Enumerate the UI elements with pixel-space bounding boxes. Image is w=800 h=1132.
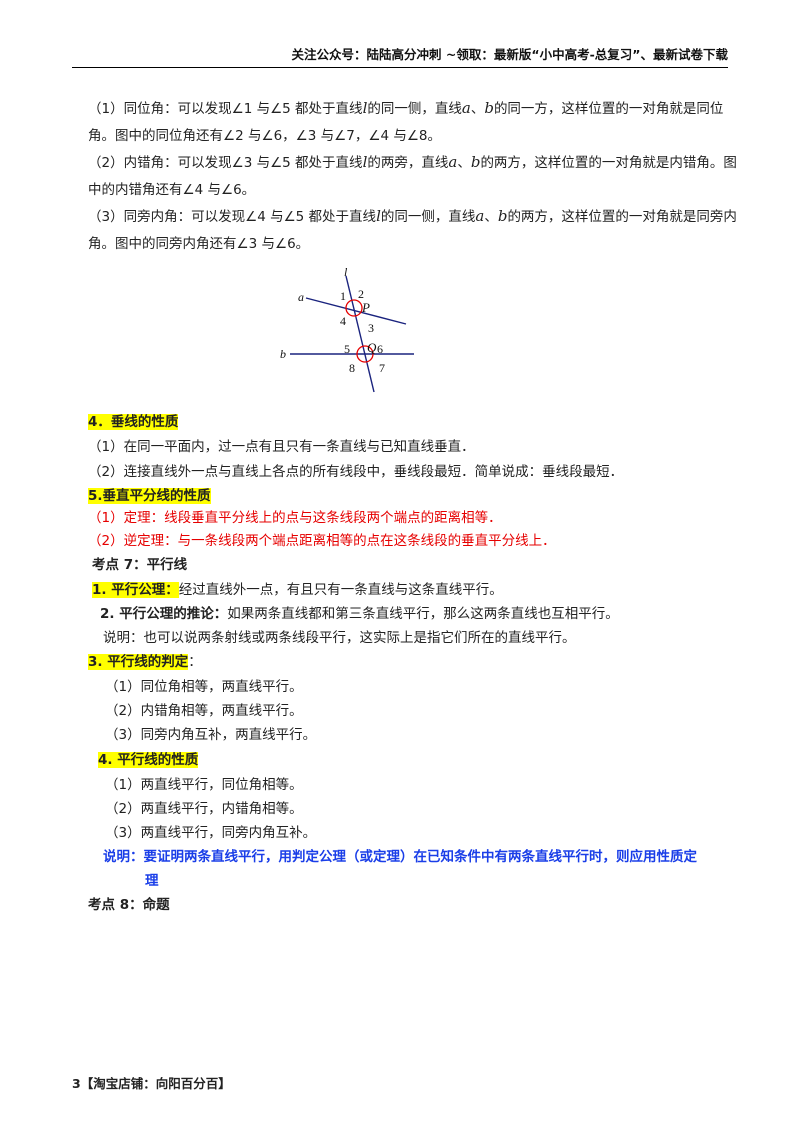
- label-l: l: [344, 265, 348, 279]
- p2-text-a: （2）内错角：可以发现∠3 与∠5 都处于直线: [88, 155, 363, 171]
- parallel-criteria-colon: ：: [188, 654, 202, 670]
- angle-label-3: 3: [368, 321, 374, 335]
- line-a: [305, 297, 407, 325]
- topic-8-title: 考点 8：命题: [88, 897, 170, 913]
- section-5-item-1: （1）定理：线段垂直平分线上的点与这条线段两个端点的距离相等．: [88, 510, 502, 526]
- parallel-axiom: 1. 平行公理：经过直线外一点，有且只有一条直线与这条直线平行。: [92, 578, 503, 598]
- label-a: a: [298, 290, 304, 304]
- angle-mark-q: [356, 345, 374, 363]
- page-header: 关注公众号：陆陆高分冲刺 ~领取：最新版“小中高考-总复习”、最新试卷下载: [72, 44, 728, 68]
- label-q: Q: [367, 340, 377, 355]
- angle-label-7: 7: [379, 361, 385, 375]
- transversal-line-l: [345, 275, 375, 393]
- section-4-title-wrap: 4．垂线的性质: [88, 410, 179, 430]
- angle-label-5: 5: [344, 342, 350, 356]
- angle-label-2: 2: [358, 287, 364, 301]
- criteria-item-2: （2）内错角相等，两直线平行。: [105, 703, 303, 719]
- p2-text-c: 的两方，这样位置的一对角就是内错角。图中的内错角还有∠4 与∠6。: [88, 155, 737, 198]
- section-4-item-1: （1）在同一平面内，过一点有且只有一条直线与已知直线垂直．: [88, 439, 475, 455]
- angle-label-6: 6: [377, 342, 383, 356]
- var-l: l: [362, 99, 368, 117]
- p2-sep: 、: [457, 155, 471, 171]
- paragraph-alternate-angles: （2）内错角：可以发现∠3 与∠5 都处于直线l的两旁，直线a、b的两方，这样位…: [88, 149, 738, 204]
- property-item-1: （1）两直线平行，同位角相等。: [105, 777, 303, 793]
- parallel-properties-title-wrap: 4. 平行线的性质: [98, 748, 199, 768]
- angles-figure: l a b P Q 1 2 3 4 5 6 7 8: [280, 265, 414, 393]
- p3-text-c: 的两方，这样位置的一对角就是同旁内角。图中的同旁内角还有∠3 与∠6。: [88, 209, 737, 252]
- section-5-title: 5.垂直平分线的性质: [88, 488, 211, 504]
- var-b: b: [497, 207, 508, 225]
- section-4-title: 4．垂线的性质: [88, 414, 179, 430]
- parallel-corollary: 2. 平行公理的推论：如果两条直线都和第三条直线平行，那么这两条直线也互相平行。: [100, 602, 619, 622]
- parallel-criteria-title-wrap: 3. 平行线的判定：: [88, 650, 202, 670]
- p3-text-b: 的同一侧，直线: [380, 209, 476, 225]
- note-proof-parallel-line-1: 说明：要证明两条直线平行，用判定公理（或定理）在已知条件中有两条直线平行时，则应…: [103, 849, 697, 865]
- var-l: l: [362, 153, 368, 171]
- var-l: l: [376, 207, 381, 225]
- angle-label-8: 8: [349, 361, 355, 375]
- p2-text-b: 的两旁，直线: [367, 155, 449, 171]
- p1-text-a: （1）同位角：可以发现∠1 与∠5 都处于直线: [88, 101, 363, 117]
- page-footer: 3【淘宝店铺：向阳百分百】: [72, 1076, 231, 1091]
- property-item-3: （3）两直线平行，同旁内角互补。: [105, 825, 317, 841]
- note-rays-segments: 说明：也可以说两条射线或两条线段平行，这实际上是指它们所在的直线平行。: [103, 630, 576, 646]
- section-5-item-2: （2）逆定理：与一条线段两个端点距离相等的点在这条线段的垂直平分线上．: [88, 533, 556, 549]
- var-a: a: [475, 207, 485, 225]
- section-5-title-wrap: 5.垂直平分线的性质: [88, 484, 211, 504]
- angle-label-1: 1: [340, 289, 346, 303]
- note-proof-parallel-line-2: 理: [145, 873, 159, 889]
- p1-text-b: 的同一侧，直线: [367, 101, 462, 117]
- topic-7-title: 考点 7：平行线: [92, 557, 188, 573]
- label-p: P: [361, 300, 370, 315]
- parallel-properties-title: 4. 平行线的性质: [98, 752, 199, 768]
- section-4-item-2: （2）连接直线外一点与直线上各点的所有线段中，垂线段最短．简单说成：垂线段最短．: [88, 464, 624, 480]
- p1-text-c: 的同一方，这样位置的一对角就是同位角。图中的同位角还有∠2 与∠6，∠3 与∠7…: [88, 101, 724, 144]
- label-b: b: [280, 347, 286, 361]
- parallel-corollary-text: 如果两条直线都和第三条直线平行，那么这两条直线也互相平行。: [227, 606, 619, 622]
- p3-sep: 、: [484, 209, 498, 225]
- var-a: a: [461, 99, 471, 117]
- paragraph-same-side-interior-angles: （3）同旁内角：可以发现∠4 与∠5 都处于直线l的同一侧，直线a、b的两方，这…: [88, 203, 738, 258]
- parallel-criteria-title: 3. 平行线的判定: [88, 654, 189, 670]
- angle-mark-p: [345, 299, 363, 317]
- var-b: b: [484, 99, 494, 117]
- angle-label-4: 4: [340, 314, 346, 328]
- parallel-corollary-label: 2. 平行公理的推论：: [100, 606, 228, 622]
- paragraph-corresponding-angles: （1）同位角：可以发现∠1 与∠5 都处于直线l的同一侧，直线a、b的同一方，这…: [88, 95, 738, 150]
- criteria-item-3: （3）同旁内角互补，两直线平行。: [105, 727, 317, 743]
- property-item-2: （2）两直线平行，内错角相等。: [105, 801, 303, 817]
- var-a: a: [448, 153, 458, 171]
- parallel-axiom-label: 1. 平行公理：: [92, 582, 179, 598]
- criteria-item-1: （1）同位角相等，两直线平行。: [105, 679, 303, 695]
- p3-text-a: （3）同旁内角：可以发现∠4 与∠5 都处于直线: [88, 209, 377, 225]
- var-b: b: [470, 153, 481, 171]
- p1-sep: 、: [470, 101, 485, 117]
- parallel-axiom-text: 经过直线外一点，有且只有一条直线与这条直线平行。: [178, 582, 503, 598]
